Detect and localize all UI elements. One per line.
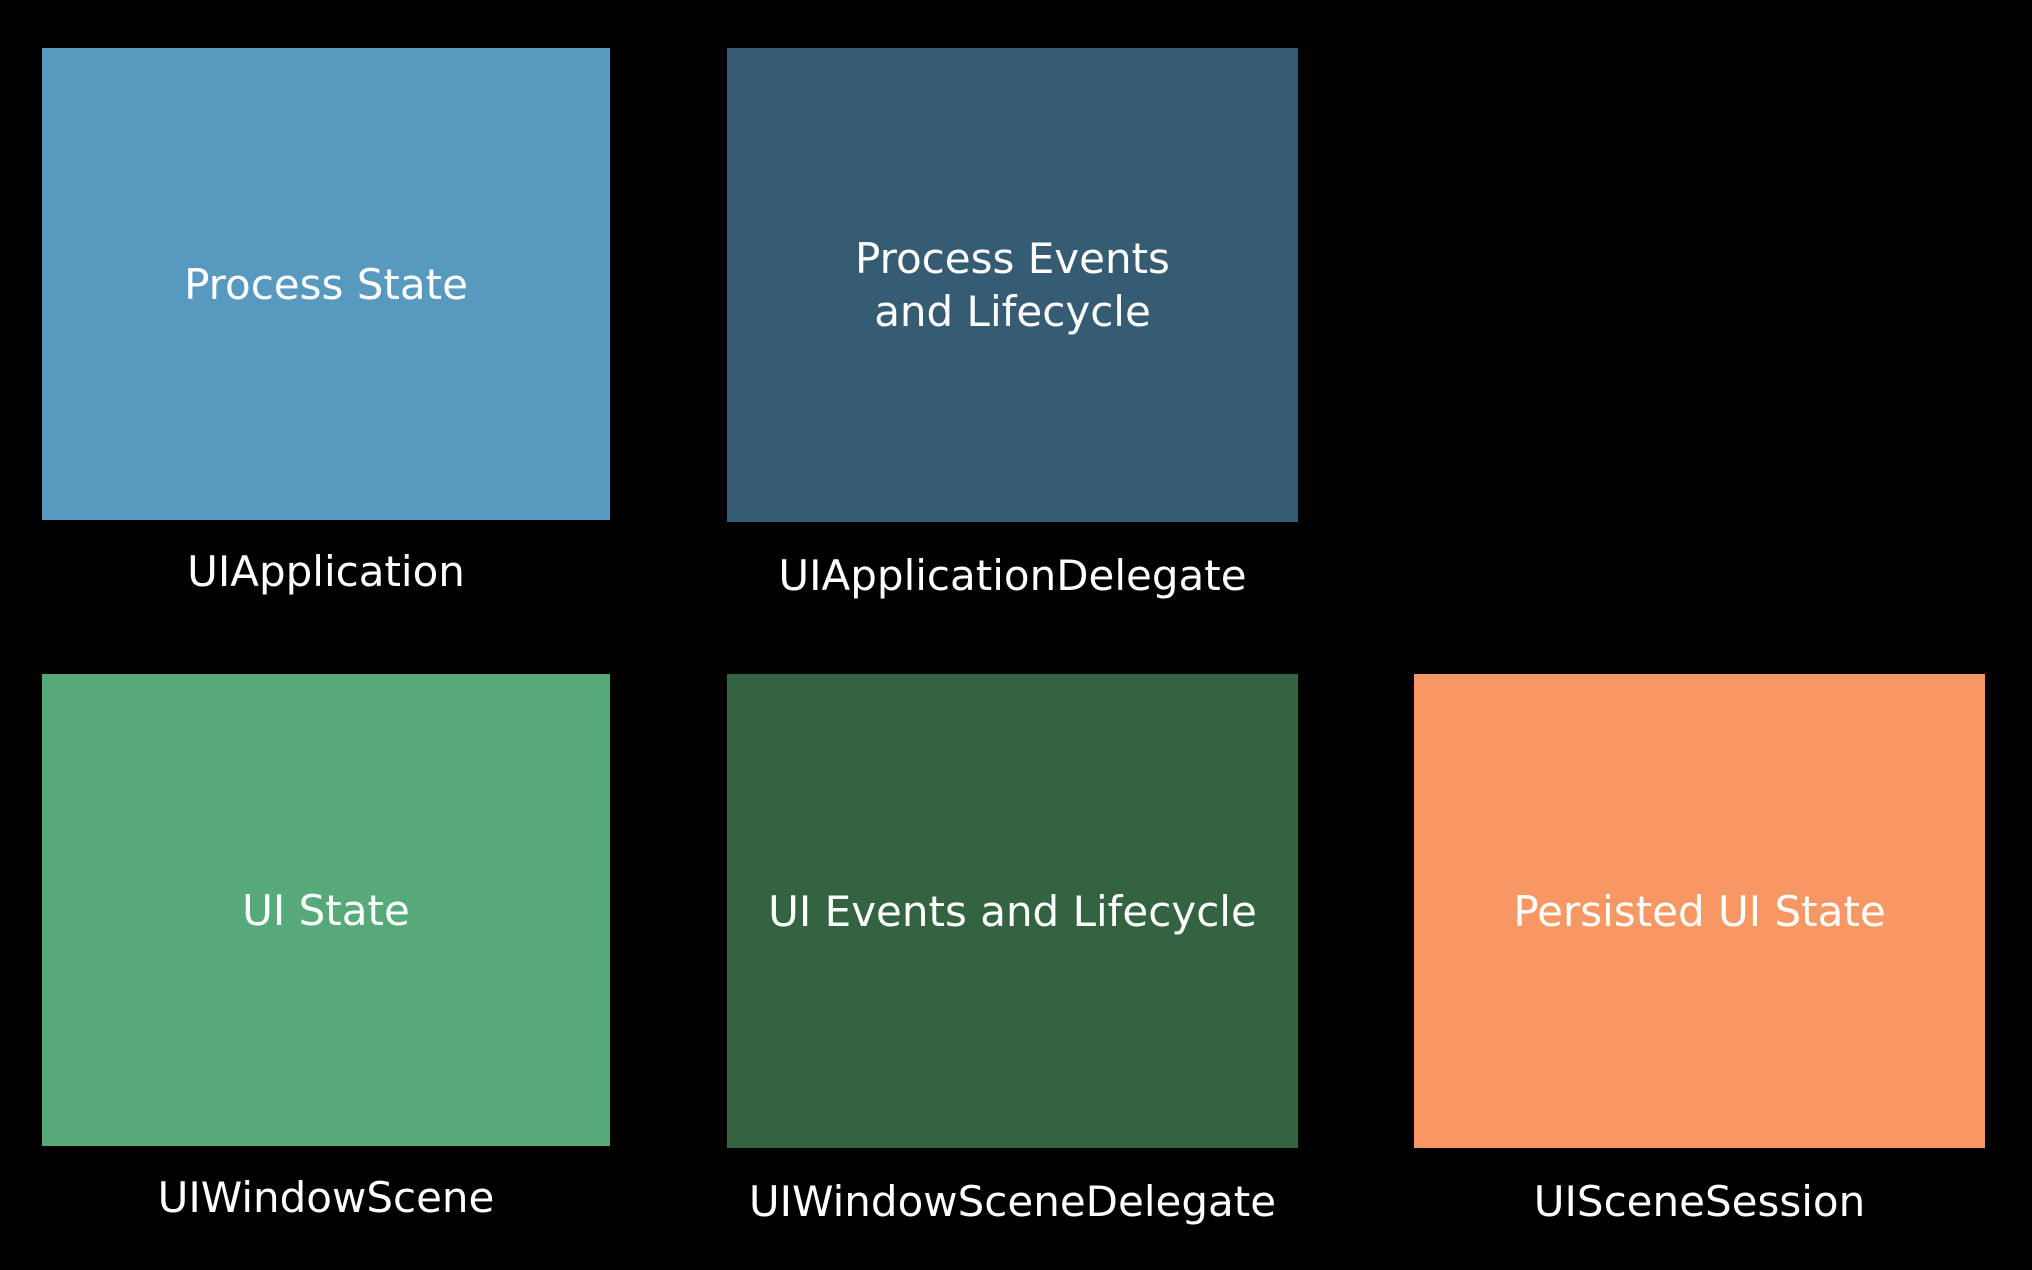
process-events-label: Process Events and Lifecycle xyxy=(855,234,1170,336)
ui-events-box: UI Events and Lifecycle xyxy=(727,674,1298,1148)
uiscenesession-caption: UISceneSession xyxy=(1533,1177,1866,1226)
uiwindowscenedelegate-caption: UIWindowSceneDelegate xyxy=(748,1177,1277,1226)
persisted-ui-state-label: Persisted UI State xyxy=(1513,886,1886,936)
process-state-label: Process State xyxy=(184,259,468,309)
uiapplication-caption: UIApplication xyxy=(187,547,465,596)
uiapplicationdelegate-caption: UIApplicationDelegate xyxy=(778,551,1247,600)
ui-state-label: UI State xyxy=(242,885,410,935)
ui-events-label: UI Events and Lifecycle xyxy=(768,886,1257,936)
uiwindowscene-caption: UIWindowScene xyxy=(157,1173,495,1222)
process-state-box: Process State xyxy=(42,48,610,520)
ui-state-box: UI State xyxy=(42,674,610,1146)
process-events-box: Process Events and Lifecycle xyxy=(727,48,1298,522)
persisted-ui-state-box: Persisted UI State xyxy=(1414,674,1985,1148)
